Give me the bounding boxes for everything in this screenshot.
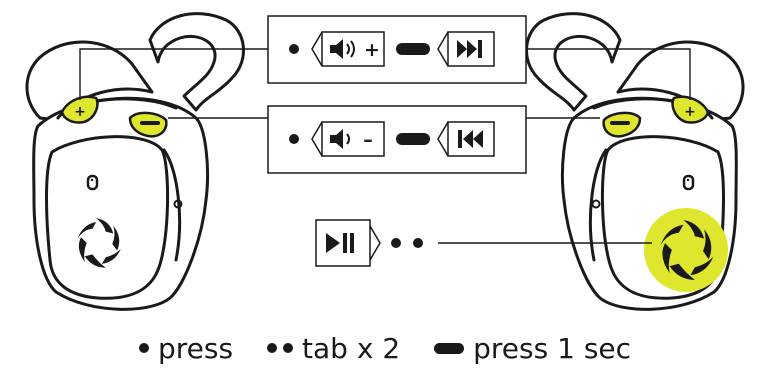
callout-bracket <box>311 31 323 67</box>
volume-down-previous-box: – <box>267 105 527 174</box>
skip-forward-icon <box>457 40 482 58</box>
speaker-volume-up-icon <box>330 39 355 59</box>
double-tap-marker <box>267 343 294 353</box>
right-plus-button <box>671 95 710 124</box>
right-earbud-buttons: + <box>602 95 710 138</box>
gesture-legend: press tab x 2 press 1 sec <box>0 328 770 368</box>
right-wing-hook <box>525 12 622 112</box>
callout-bracket <box>369 225 381 261</box>
right-touch-pad <box>644 208 728 292</box>
left-ear-tip <box>25 40 154 122</box>
legend-long-press: press 1 sec <box>434 332 631 365</box>
long-press-marker <box>396 43 430 55</box>
skip-back-icon <box>458 130 483 148</box>
press-dot-marker <box>138 343 149 353</box>
left-face-panel <box>45 135 170 300</box>
svg-text:+: + <box>684 104 696 120</box>
right-ear-tip <box>616 40 745 122</box>
callout-bracket <box>437 31 449 67</box>
volume-down-sign: – <box>363 129 373 151</box>
play-pause-icon <box>326 233 354 253</box>
legend-double-tap: tab x 2 <box>267 332 400 365</box>
left-plus-button <box>60 95 99 124</box>
left-earbud-buttons: + <box>60 95 168 138</box>
left-earbud <box>25 12 245 311</box>
callout-bracket <box>437 121 449 157</box>
speaker-volume-down-icon <box>330 129 350 149</box>
legend-double-tap-label: tab x 2 <box>302 331 401 365</box>
svg-text:+: + <box>74 104 86 120</box>
play-pause-control <box>315 219 423 267</box>
volume-up-next-box: + <box>267 15 527 84</box>
callout-bracket <box>311 121 323 157</box>
volume-up-sign: + <box>364 39 380 61</box>
connector-lines <box>79 48 691 244</box>
long-press-marker <box>434 342 465 354</box>
long-press-marker <box>396 133 430 145</box>
press-dot-marker <box>289 44 299 54</box>
legend-press-label: press <box>157 331 234 365</box>
legend-press: press <box>138 331 234 365</box>
double-tap-marker <box>391 238 423 248</box>
press-dot-marker <box>289 134 299 144</box>
left-wing-hook <box>148 12 245 112</box>
legend-long-press-label: press 1 sec <box>473 331 632 365</box>
